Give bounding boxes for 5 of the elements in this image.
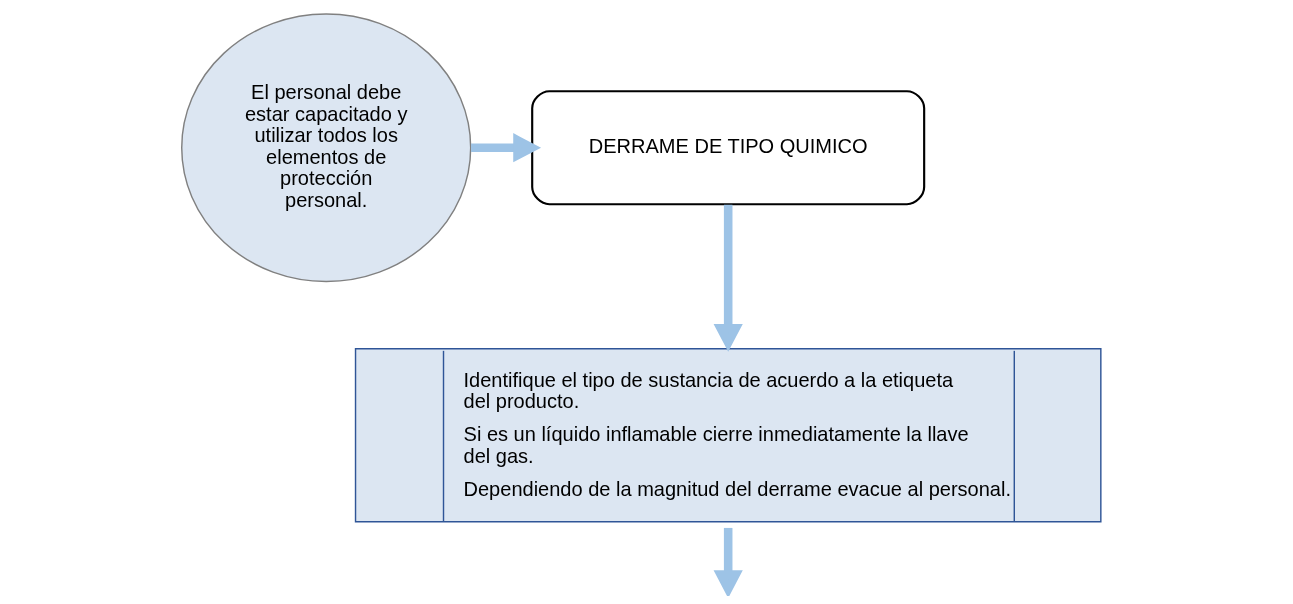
node-box: DERRAME DE TIPO QUIMICO [530,90,925,206]
arrow [713,527,743,596]
arrow [713,204,743,352]
arrow [470,133,541,163]
node-circle: El personal debe estar capacitado y utilizar todos los elementos de protección personal. [180,13,471,283]
